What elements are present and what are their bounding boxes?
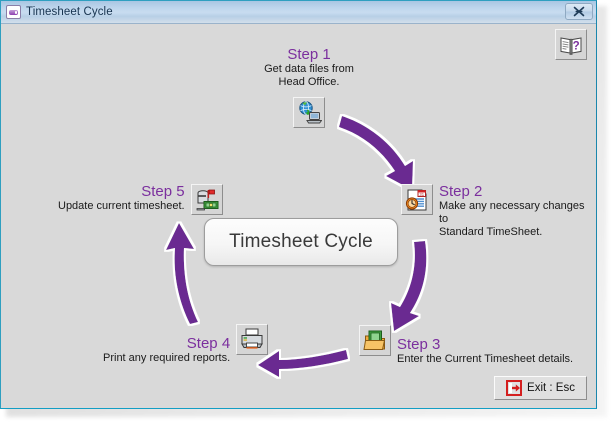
step-1-icon-button[interactable] bbox=[293, 97, 325, 128]
step-5: Step 5 Update current timesheet. bbox=[58, 184, 223, 215]
client-area: ? bbox=[1, 24, 596, 408]
close-button[interactable] bbox=[565, 3, 593, 20]
step-2-icon-button[interactable]: 31 bbox=[401, 184, 433, 215]
help-book-icon: ? bbox=[560, 36, 582, 55]
svg-text:?: ? bbox=[573, 40, 580, 52]
step-2-title: Step 2 bbox=[439, 183, 483, 200]
title-bar: Timesheet Cycle bbox=[1, 1, 596, 24]
step-4-icon-button[interactable] bbox=[236, 324, 269, 355]
step-1-text: Step 1 Get data files from Head Office. bbox=[264, 47, 354, 89]
arrow-step3-to-step4 bbox=[258, 350, 348, 377]
step-2-text: Step 2 Make any necessary changes to Sta… bbox=[439, 184, 596, 239]
step-5-icon-button[interactable] bbox=[190, 184, 223, 215]
step-3: Step 3 Enter the Current Timesheet detai… bbox=[359, 325, 573, 366]
step-3-description: Enter the Current Timesheet details. bbox=[397, 353, 574, 365]
step-1-description: Get data files from Head Office. bbox=[264, 63, 354, 88]
step-3-title: Step 3 bbox=[397, 336, 441, 353]
step-4-description: Print any required reports. bbox=[103, 352, 231, 364]
help-button[interactable]: ? bbox=[555, 29, 587, 60]
center-label: Timesheet Cycle bbox=[204, 218, 398, 266]
step-4-title: Step 4 bbox=[186, 335, 231, 352]
exit-button[interactable]: Exit : Esc bbox=[494, 376, 587, 400]
step-1: Step 1 Get data files from Head Office. bbox=[233, 47, 385, 128]
exit-button-label: Exit : Esc bbox=[527, 382, 575, 394]
exit-door-icon bbox=[506, 380, 523, 396]
green-book-folder-icon bbox=[363, 330, 386, 350]
step-3-icon-button[interactable] bbox=[359, 325, 391, 356]
step-1-title: Step 1 bbox=[287, 46, 331, 63]
globe-to-computer-icon bbox=[298, 101, 322, 124]
step-5-text: Step 5 Update current timesheet. bbox=[58, 184, 185, 213]
app-icon bbox=[6, 5, 21, 19]
calendar-clock-icon: 31 bbox=[405, 189, 427, 210]
step-5-title: Step 5 bbox=[141, 183, 185, 200]
step-2: 31 Step 2 Make any necessary changes to … bbox=[401, 184, 596, 239]
printer-icon bbox=[241, 328, 264, 349]
step-4-text: Step 4 Print any required reports. bbox=[103, 336, 230, 365]
close-icon bbox=[573, 6, 585, 17]
arrow-step4-to-step5 bbox=[166, 223, 198, 324]
step-4: Step 4 Print any required reports. bbox=[103, 324, 269, 365]
step-3-text: Step 3 Enter the Current Timesheet detai… bbox=[397, 337, 573, 366]
step-5-description: Update current timesheet. bbox=[58, 200, 185, 212]
window-title: Timesheet Cycle bbox=[26, 6, 113, 18]
center-label-text: Timesheet Cycle bbox=[229, 231, 373, 252]
application-window: Timesheet Cycle bbox=[0, 0, 597, 409]
mailbox-money-icon bbox=[196, 189, 219, 211]
step-2-description: Make any necessary changes to Standard T… bbox=[439, 200, 585, 238]
svg-text:31: 31 bbox=[419, 192, 424, 197]
